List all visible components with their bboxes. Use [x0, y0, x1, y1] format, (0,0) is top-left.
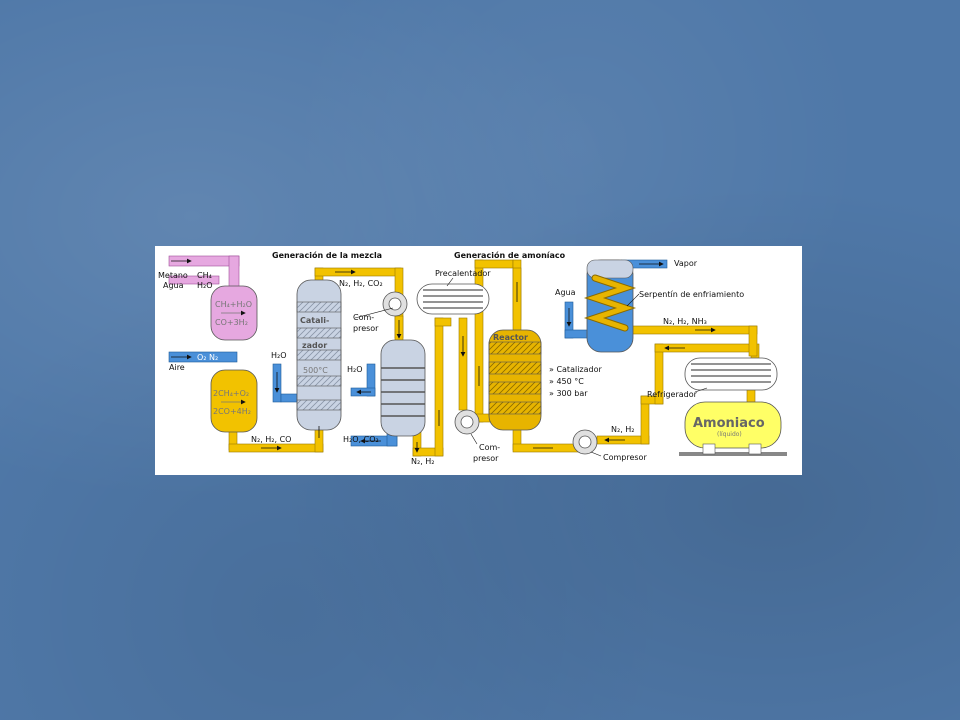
secondary-reformer: 2CH₄+O₂ 2CO+4H₂: [210, 369, 258, 433]
label-agua-left: Agua: [163, 281, 184, 290]
label-compressor1-1: Com-: [353, 313, 374, 322]
catalyst-label-2: zador: [302, 341, 327, 350]
refrigerator: [684, 357, 778, 391]
label-refrigerator: Refrigerador: [647, 390, 698, 399]
label-metano: Metano: [158, 271, 188, 280]
preheater: [416, 283, 490, 315]
pink-reaction-top: CH₄+H₂O: [215, 300, 252, 309]
pink-reaction-bottom: CO+3H₂: [215, 318, 248, 327]
leader-lines: [354, 277, 708, 457]
label-compressor2-1: Com-: [479, 443, 500, 452]
label-n2h2co-bottom: N₂, H₂, CO: [251, 435, 291, 444]
label-n2h2-bottom: N₂, H₂: [411, 457, 435, 466]
ammonia-tank-state: (líquido): [717, 431, 742, 438]
compressor-1: [382, 291, 408, 317]
catalyst-label-1: Catali-: [300, 316, 329, 325]
label-compressor2-2: presor: [473, 454, 499, 463]
label-o2n2: O₂ N₂: [197, 353, 218, 362]
co2-scrubber: [380, 339, 426, 437]
heading-ammonia: Generación de amoníaco: [454, 250, 566, 260]
label-n2h2co2-top: N₂, H₂, CO₂: [339, 279, 383, 288]
label-ch4: CH₄: [197, 271, 212, 280]
label-h2o-right: H₂O: [347, 365, 363, 374]
label-vapor: Vapor: [674, 259, 698, 268]
label-n2h2-right: N₂, H₂: [611, 425, 635, 434]
yellow-reaction-bottom: 2CO+4H₂: [213, 407, 251, 416]
label-n2h2nh3: N₂, H₂, NH₃: [663, 317, 707, 326]
label-bullet-temp: » 450 °C: [549, 377, 584, 386]
catalyst-temperature: 500°C: [303, 366, 328, 375]
flow-arrows: [171, 258, 716, 453]
primary-reformer: CH₄+H₂O CO+3H₂: [210, 285, 258, 341]
haber-process-diagram: Generación de la mezcla Generación de am…: [155, 246, 802, 475]
label-h2o-mid: H₂O: [271, 351, 287, 360]
label-compressor1-2: presor: [353, 324, 379, 333]
label-coil: Serpentín de enfriamiento: [639, 290, 744, 299]
label-bullet-catalyst: » Catalizador: [549, 365, 602, 374]
compressor-2: [454, 409, 480, 435]
label-agua-right: Agua: [555, 288, 576, 297]
ammonia-tank-label: Amoniaco: [693, 416, 765, 431]
label-bullet-pressure: » 300 bar: [549, 389, 588, 398]
ammonia-tank: Amoniaco (líquido): [679, 401, 787, 456]
label-h2oco2: H₂O, CO₂: [343, 435, 379, 444]
reactor: Reactor: [488, 329, 542, 431]
cooling-vessel: [583, 259, 637, 353]
heading-mixture: Generación de la mezcla: [272, 250, 382, 260]
label-compressor3: Compresor: [603, 453, 647, 462]
label-preheater: Precalentador: [435, 269, 491, 278]
reactor-label: Reactor: [493, 333, 528, 342]
label-h2o-left: H₂O: [197, 281, 213, 290]
catalyst-column: Catali- zador 500°C: [296, 279, 342, 431]
compressor-3: [572, 429, 598, 455]
label-aire: Aire: [169, 363, 185, 372]
yellow-reaction-top: 2CH₄+O₂: [213, 389, 249, 398]
pink-pipes: [168, 255, 240, 293]
